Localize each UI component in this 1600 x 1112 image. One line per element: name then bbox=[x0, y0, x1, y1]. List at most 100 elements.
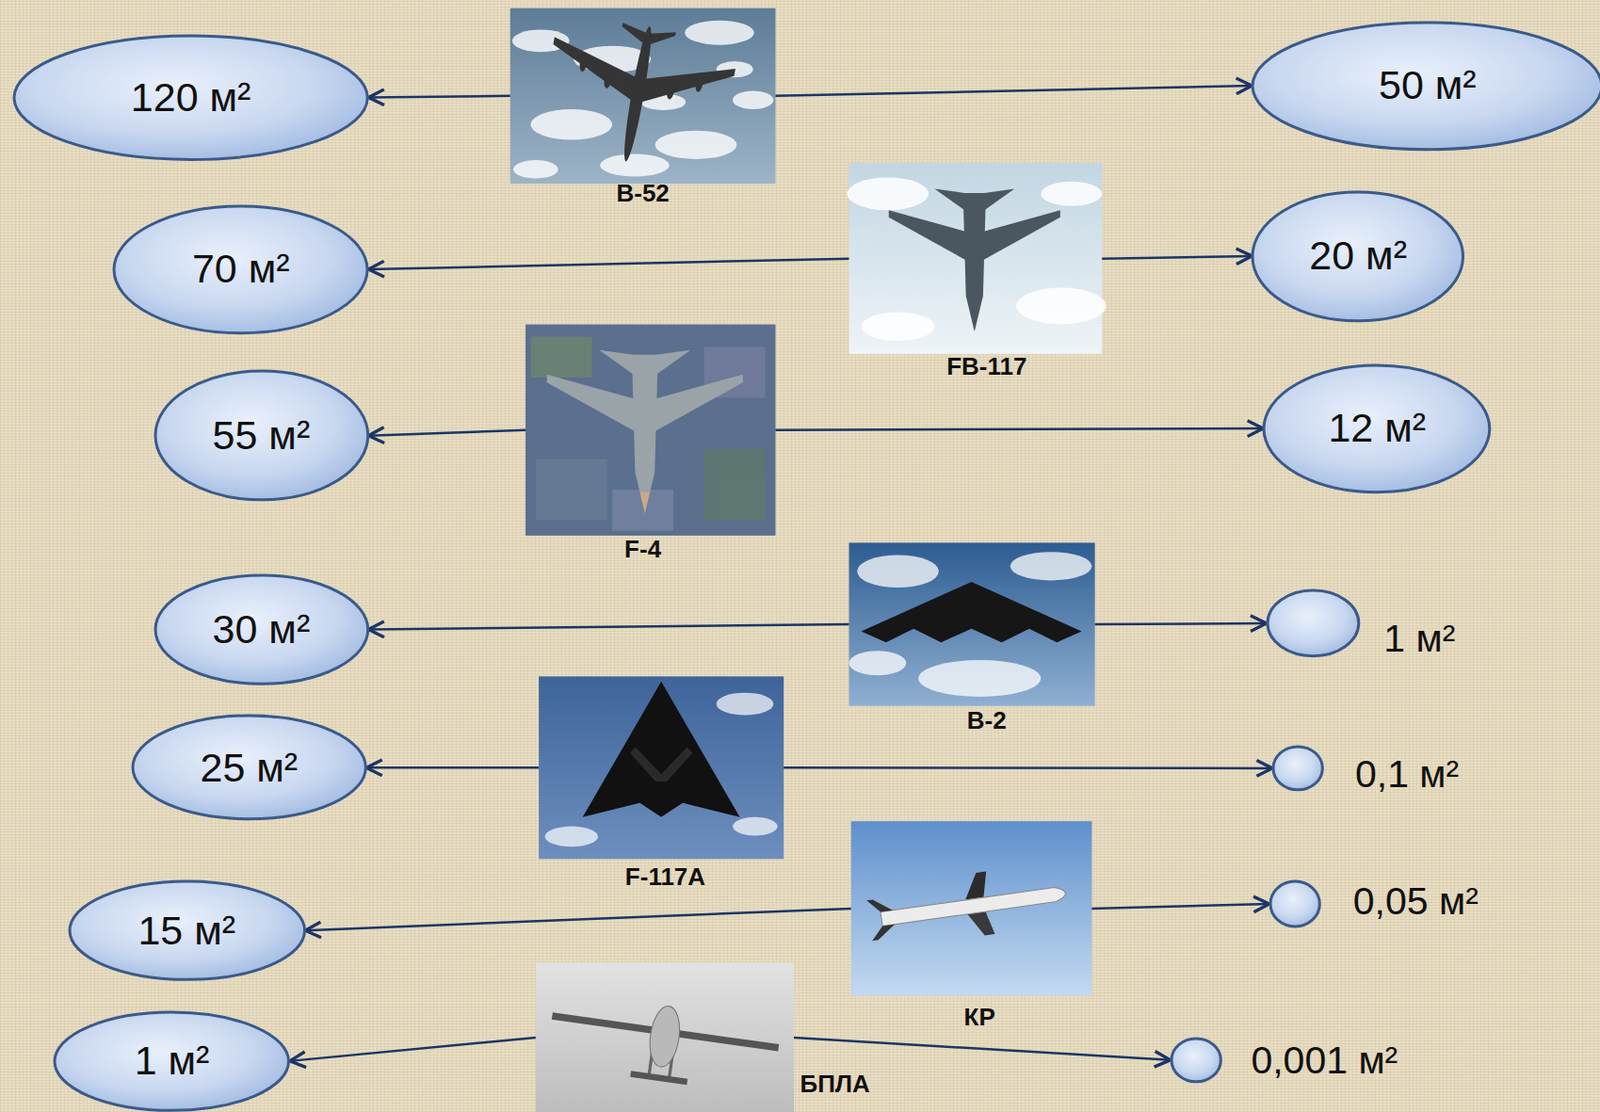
ellipse-fill bbox=[113, 206, 368, 334]
rcs-value: 15 м² bbox=[137, 908, 236, 954]
arrow-connector bbox=[305, 908, 852, 931]
ellipse-fill bbox=[1171, 1038, 1221, 1083]
rcs-ellipse: 70 м² bbox=[112, 204, 370, 336]
ellipse-outline: 70 м² bbox=[112, 204, 370, 336]
text-holder: B-52 bbox=[615, 179, 669, 208]
arrow-connector bbox=[368, 258, 849, 270]
aircraft-photo: B-2 bbox=[849, 542, 1096, 706]
text-holder: 1 м² bbox=[52, 1010, 291, 1112]
ellipse-shape bbox=[1271, 744, 1325, 792]
text-holder: БПЛА bbox=[799, 1070, 870, 1099]
rcs-ellipse: 25 м² bbox=[130, 713, 368, 822]
text-holder: 30 м² bbox=[153, 573, 371, 686]
text-holder: 25 м² bbox=[130, 713, 368, 822]
ellipse-fill bbox=[1252, 192, 1464, 322]
aircraft-photo: F-4 bbox=[525, 324, 776, 536]
text-holder: 0,05 м² bbox=[1353, 880, 1479, 923]
rcs-ellipse: 12 м² bbox=[1261, 363, 1492, 495]
ellipse-outline bbox=[1169, 1036, 1223, 1084]
ellipse-outline: 30 м² bbox=[153, 573, 371, 686]
photo-frame bbox=[849, 542, 1096, 706]
aircraft-photo: FB-117 bbox=[849, 162, 1103, 355]
ellipse-outline bbox=[1265, 588, 1361, 659]
ellipse-fill bbox=[1273, 746, 1323, 791]
rcs-ellipse: 120 м² bbox=[12, 33, 370, 162]
photo-frame bbox=[510, 8, 776, 184]
arrow-connector bbox=[793, 1037, 1171, 1061]
rcs-value: 12 м² bbox=[1327, 405, 1426, 451]
arrow-connector bbox=[775, 428, 1263, 431]
rcs-circle: 0,001 м² bbox=[1169, 1036, 1223, 1084]
text-holder: 50 м² bbox=[1250, 20, 1600, 152]
rcs-value: 120 м² bbox=[130, 75, 252, 120]
aircraft-name: КР bbox=[964, 1002, 996, 1032]
photo-frame bbox=[851, 821, 1093, 996]
ellipse-fill bbox=[14, 35, 368, 160]
text-holder: 15 м² bbox=[67, 879, 308, 982]
text-holder: B-2 bbox=[967, 707, 1007, 735]
photo-frame bbox=[525, 324, 776, 536]
aircraft-photo: F-117A bbox=[538, 676, 784, 859]
ellipse-fill bbox=[69, 881, 306, 980]
text-holder: 20 м² bbox=[1250, 190, 1466, 324]
aircraft-name: B-2 bbox=[967, 706, 1007, 735]
ellipse-shape bbox=[1268, 879, 1322, 929]
rcs-value: 25 м² bbox=[200, 745, 299, 791]
ellipse-outline: 120 м² bbox=[12, 33, 370, 162]
rcs-ellipse: 50 м² bbox=[1250, 20, 1600, 152]
ellipse-shape bbox=[1169, 1036, 1223, 1084]
f4-photo bbox=[525, 324, 776, 536]
arrow-connector bbox=[290, 1037, 536, 1062]
text-holder: 55 м² bbox=[153, 369, 371, 502]
rcs-ellipse: 20 м² bbox=[1250, 190, 1466, 324]
rcs-value: 0,05 м² bbox=[1353, 879, 1479, 923]
rcs-value: 55 м² bbox=[212, 413, 311, 458]
rcs-value: 0,001 м² bbox=[1250, 1038, 1398, 1083]
rcs-circle: 0,1 м² bbox=[1271, 744, 1325, 792]
ellipse-outline: 12 м² bbox=[1261, 363, 1492, 495]
ellipse-fill bbox=[1263, 365, 1490, 493]
rcs-circle: 0,05 м² bbox=[1268, 879, 1322, 929]
arrow-connector bbox=[368, 624, 849, 630]
rcs-value: 1 м² bbox=[134, 1038, 211, 1083]
rcs-circle: 1 м² bbox=[1265, 588, 1361, 659]
ellipse-outline: 25 м² bbox=[130, 713, 368, 822]
b2-photo bbox=[849, 542, 1096, 706]
rcs-ellipse: 30 м² bbox=[153, 573, 371, 686]
photo-frame bbox=[849, 162, 1103, 355]
ellipse-outline: 15 м² bbox=[67, 879, 308, 982]
rcs-value: 1 м² bbox=[1383, 617, 1455, 662]
aircraft-name: F-117A bbox=[625, 862, 706, 891]
rcs-ellipse: 55 м² bbox=[153, 369, 371, 502]
drone-photo bbox=[535, 963, 794, 1112]
ellipse-fill bbox=[1252, 22, 1600, 150]
arrow-connector bbox=[368, 96, 511, 98]
ellipse-fill bbox=[54, 1012, 289, 1111]
cruise-missile-photo bbox=[851, 821, 1093, 996]
aircraft-photo: КР bbox=[851, 821, 1093, 996]
aircraft-name: БПЛА bbox=[799, 1069, 870, 1099]
ellipse-fill bbox=[1267, 590, 1359, 657]
arrow-connector bbox=[775, 85, 1252, 97]
rcs-value: 70 м² bbox=[192, 246, 291, 291]
text-holder: 70 м² bbox=[112, 204, 370, 336]
arrow-connector bbox=[1091, 904, 1269, 909]
aircraft-photo: БПЛА bbox=[535, 963, 794, 1112]
text-holder: КР bbox=[964, 1003, 996, 1032]
text-holder: 0,1 м² bbox=[1355, 754, 1459, 797]
text-holder: F-4 bbox=[624, 535, 662, 564]
photo-frame bbox=[538, 676, 784, 859]
arrow-connector bbox=[783, 766, 1273, 770]
arrow-connector bbox=[368, 430, 526, 437]
rcs-value: 30 м² bbox=[212, 607, 311, 652]
aircraft-name: B-52 bbox=[615, 178, 669, 208]
f117a-photo bbox=[538, 676, 784, 859]
rcs-ellipse: 1 м² bbox=[52, 1010, 291, 1112]
arrow-connector bbox=[366, 766, 539, 770]
arrow-connector bbox=[1095, 623, 1267, 625]
aircraft-name: F-4 bbox=[624, 534, 662, 564]
text-holder: 0,001 м² bbox=[1250, 1039, 1398, 1083]
rcs-ellipse: 15 м² bbox=[67, 879, 308, 982]
fb117-photo bbox=[846, 162, 1106, 355]
rcs-value: 0,1 м² bbox=[1355, 753, 1459, 797]
